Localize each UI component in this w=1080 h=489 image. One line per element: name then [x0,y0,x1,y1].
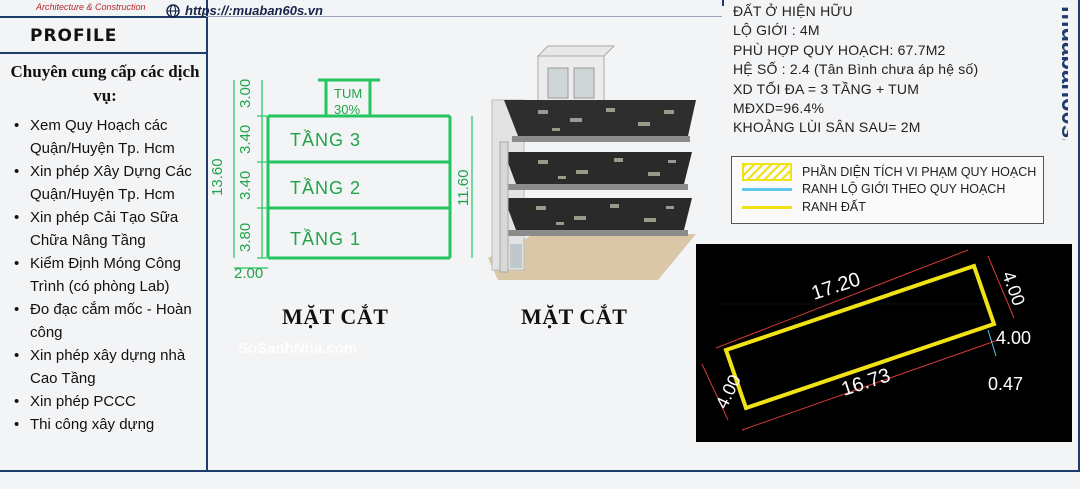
legend-road-line-label: RANH LỘ GIỚI THEO QUY HOẠCH [802,182,1006,196]
info-coefficient: HỆ SỐ : 2.4 (Tân Bình chưa áp hệ số) [733,61,979,78]
legend-violation: PHẦN DIỆN TÍCH VI PHẠM QUY HOẠCH [742,163,1036,181]
vertical-brand-text: muaban60s.vn [1056,6,1068,140]
info-panel: ĐẤT Ở HIỆN HỮU LỘ GIỚI : 4M PHÙ HỢP QUY … [733,2,978,138]
profile-rule [0,52,206,54]
model-caption: MẶT CẮT [521,304,628,329]
info-max-floors: XD TỐI ĐA = 3 TẦNG + TUM [733,80,920,97]
yellow-line-swatch [742,205,792,209]
globe-icon [166,3,180,18]
services-title: Chuyên cung cấp các dịch vụ: [10,62,200,105]
plot-cad-drawing: 17.20 16.73 4.00 4.00 4.00 0.47 [696,244,1072,442]
top-rule [206,16,722,17]
left-panel-divider [206,0,208,487]
bottom-border [0,470,1080,489]
service-item: Xin phép xây dựng nhà Cao Tầng [14,344,204,390]
plot-bottom-length: 16.73 [839,364,893,400]
dim-3-00: 3.00 [237,79,254,108]
service-item: Xem Quy Hoạch các Quận/Huyện Tp. Hcm [14,114,204,160]
brand-subtitle: Architecture & Construction [36,2,146,12]
legend: PHẦN DIỆN TÍCH VI PHẠM QUY HOẠCH RANH LỘ… [731,156,1044,224]
service-item: Thi công xây dựng [14,413,204,436]
services-list: Xem Quy Hoạch các Quận/Huyện Tp. Hcm Xin… [14,114,204,436]
legend-land-boundary-label: RANH ĐẤT [802,200,866,214]
header-rule [0,16,206,18]
dim-setback: 2.00 [234,265,263,282]
building-3d-model [488,45,696,280]
service-item: Xin phép PCCC [14,390,204,413]
dim-3-40-upper: 3.40 [237,125,254,154]
floor-2-label: TẦNG 2 [290,177,361,198]
service-item: Đo đạc cắm mốc - Hoàn công [14,298,204,344]
dim-3-80: 3.80 [237,223,254,252]
dim-total-height: 13.60 [210,158,226,196]
plot-top-length: 17.20 [809,268,863,304]
section-drawing: 3.00 3.40 3.40 3.80 13.60 11.60 2.00 TUM… [210,78,473,282]
vertical-brand: muaban60s.vn [1056,6,1068,140]
dim-right-height: 11.60 [455,170,472,206]
tum-label: TUM [334,86,362,101]
legend-road-line: RANH LỘ GIỚI THEO QUY HOẠCH [742,182,1005,196]
info-road-boundary: LỘ GIỚI : 4M [733,22,820,39]
service-item: Kiểm Định Móng Công Trình (có phòng Lab) [14,252,204,298]
tum-percent: 30% [334,102,360,117]
website-link[interactable]: https://:muaban60s.vn [166,3,323,18]
info-divider [722,0,724,6]
floor-3-label: TẦNG 3 [290,129,361,150]
dim-3-40-lower: 3.40 [237,171,254,200]
plot-right-width-2: 4.00 [996,328,1031,348]
profile-heading: PROFILE [30,26,118,46]
info-land-type: ĐẤT Ở HIỆN HỮU [733,3,853,19]
watermark: SoSanhNha.com [238,340,358,357]
service-item: Xin phép Cải Tạo Sữa Chữa Nâng Tầng [14,206,204,252]
legend-land-boundary: RANH ĐẤT [742,200,866,214]
plot-right-width: 4.00 [998,269,1029,309]
website-url: https://:muaban60s.vn [185,3,323,18]
right-border [1040,0,1080,487]
info-density: MĐXD=96.4% [733,100,825,117]
section-caption: MẶT CẮT [282,304,389,329]
service-item: Xin phép Xây Dựng Các Quận/Huyện Tp. Hcm [14,160,204,206]
floor-1-label: TẦNG 1 [290,228,361,249]
info-backyard-setback: KHOẢNG LÙI SÂN SAU= 2M [733,119,921,136]
info-planning-area: PHÙ HỢP QUY HOẠCH: 67.7M2 [733,41,946,58]
hatch-swatch [742,163,792,181]
blue-line-swatch [742,187,792,191]
legend-violation-label: PHẦN DIỆN TÍCH VI PHẠM QUY HOẠCH [802,165,1037,179]
plot-offset: 0.47 [988,374,1023,394]
